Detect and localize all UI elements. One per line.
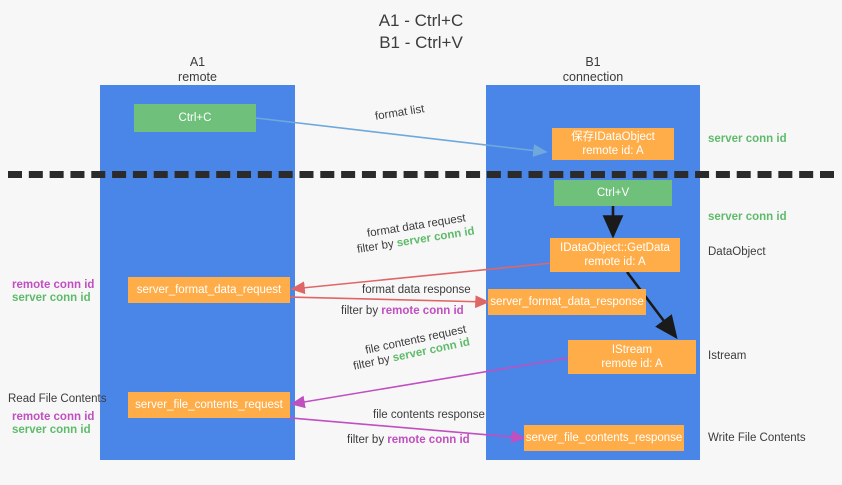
node-server-format-data-response[interactable]: server_format_data_response (488, 289, 646, 315)
edge-label-format-list: format list (374, 103, 426, 123)
label-remote-conn-id-1: remote conn id (12, 279, 95, 291)
label-write-file-contents: Write File Contents (708, 432, 806, 444)
node-server-file-contents-request[interactable]: server_file_contents_request (128, 392, 290, 418)
lane-a1-name: A1 (189, 55, 206, 69)
label-server-conn-id-mid: server conn id (708, 211, 787, 223)
phase-divider (8, 171, 834, 178)
node-server-format-data-request[interactable]: server_format_data_request (128, 277, 290, 303)
lane-b1-sub: connection (562, 70, 624, 84)
filter-prefix: filter by (352, 352, 395, 373)
label-istream: Istream (708, 350, 747, 362)
label-server-conn-id-2: server conn id (12, 424, 91, 436)
node-istream-line1: IStream (611, 344, 653, 356)
node-getdata-line1: IDataObject::GetData (560, 242, 670, 254)
filter-prefix: filter by (356, 237, 398, 256)
edge-label-file-contents-response-filter: filter by remote conn id (347, 433, 470, 448)
node-save-idataobject[interactable]: 保存IDataObject remote id: A (552, 128, 674, 160)
filter-value-remote-conn-id: remote conn id (387, 434, 470, 446)
node-ctrl-v[interactable]: Ctrl+V (554, 180, 672, 206)
edge-label-format-data-response-filter: filter by remote conn id (341, 304, 464, 319)
lane-a1-sub: remote (178, 70, 217, 84)
lane-header-b1: B1 connection (486, 55, 700, 85)
lane-header-a1: A1 remote (100, 55, 295, 85)
node-istream[interactable]: IStream remote id: A (568, 340, 696, 374)
node-idataobject-getdata[interactable]: IDataObject::GetData remote id: A (550, 238, 680, 272)
node-ctrl-c[interactable]: Ctrl+C (134, 104, 256, 132)
node-save-idataobject-line1: 保存IDataObject (571, 131, 655, 143)
node-istream-line2: remote id: A (601, 358, 663, 370)
label-remote-conn-id-2: remote conn id (12, 411, 95, 423)
node-getdata-line2: remote id: A (584, 256, 646, 268)
node-server-format-data-request-label: server_format_data_request (136, 284, 282, 296)
lane-b1-name: B1 (585, 55, 601, 69)
filter-value-remote-conn-id: remote conn id (381, 305, 464, 317)
label-read-file-contents: Read File Contents (8, 393, 107, 405)
filter-prefix: filter by (347, 434, 388, 446)
label-server-conn-id-1: server conn id (12, 292, 91, 304)
node-server-file-contents-response[interactable]: server_file_contents_response (524, 425, 684, 451)
node-server-format-data-response-label: server_format_data_response (490, 296, 644, 308)
title-line-1: A1 - Ctrl+C (378, 11, 464, 30)
node-ctrl-v-label: Ctrl+V (596, 187, 630, 199)
node-server-file-contents-response-label: server_file_contents_response (525, 432, 683, 444)
label-server-conn-id-top: server conn id (708, 133, 787, 145)
node-server-file-contents-request-label: server_file_contents_request (135, 399, 283, 411)
edge-label-file-contents-response: file contents response (373, 409, 485, 421)
edge-label-format-data-response: format data response (362, 284, 471, 296)
title-line-2: B1 - Ctrl+V (379, 33, 463, 52)
diagram-title: A1 - Ctrl+C B1 - Ctrl+V (0, 10, 842, 54)
node-save-idataobject-line2: remote id: A (582, 145, 644, 157)
label-dataobject: DataObject (708, 246, 766, 258)
node-ctrl-c-label: Ctrl+C (178, 112, 212, 124)
filter-prefix: filter by (341, 305, 382, 317)
